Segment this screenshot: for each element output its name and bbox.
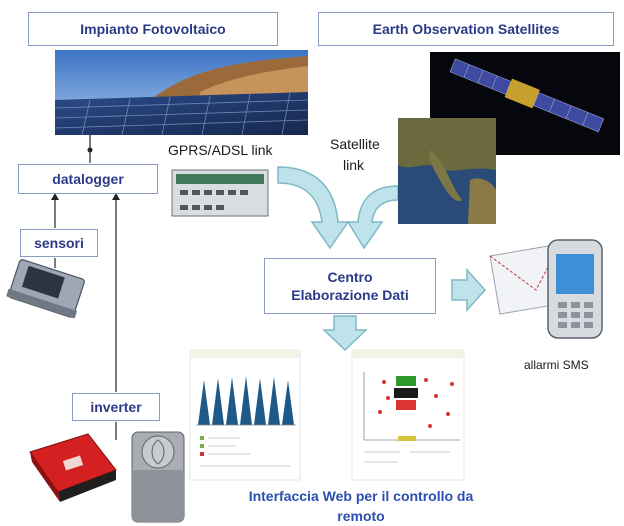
plant-title: Impianto Fotovoltaico (80, 21, 226, 37)
inverter-arrowhead (112, 193, 120, 200)
data-center-label-line2: Elaborazione Dati (291, 287, 409, 303)
data-center-box: Centro Elaborazione Dati (264, 258, 436, 314)
right-block-arrow (451, 268, 487, 312)
plant-title-box: Impianto Fotovoltaico (28, 12, 278, 46)
inverter-label: inverter (90, 399, 142, 415)
satellite-link-label-line1: Satellite (330, 136, 380, 152)
satellite-curved-arrow (346, 185, 399, 250)
sensors-label: sensori (34, 235, 84, 251)
gprs-link-label: GPRS/ADSL link (168, 142, 273, 158)
satellites-title: Earth Observation Satellites (372, 21, 560, 37)
sensors-arrowhead (51, 193, 59, 200)
data-center-label-line1: Centro (327, 269, 373, 285)
inverter-box: inverter (72, 393, 160, 421)
sms-alarms-label: allarmi SMS (524, 358, 589, 372)
satellites-title-box: Earth Observation Satellites (318, 12, 614, 46)
down-block-arrow (322, 315, 368, 352)
web-interface-caption-line1: Interfaccia Web per il controllo da (248, 488, 474, 504)
gprs-curved-arrow (277, 166, 350, 250)
satellite-link-label-line2: link (343, 157, 365, 173)
web-interface-caption-line2: remoto (337, 508, 385, 524)
plant-line-dot (87, 147, 93, 153)
datalogger-label: datalogger (52, 171, 124, 187)
datalogger-box: datalogger (18, 164, 158, 194)
sensors-box: sensori (20, 229, 98, 257)
